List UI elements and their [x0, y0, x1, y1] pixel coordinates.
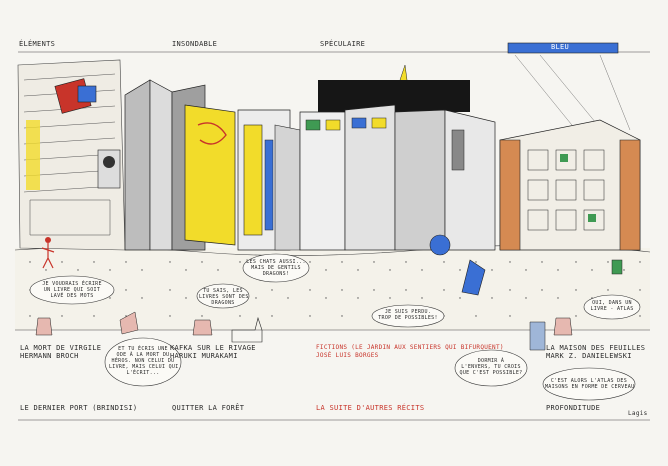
bubble-text-6: OUI, DANS UN LIVRE - ATLAS: [590, 300, 634, 312]
work-title-4: LA MAISON DES FEUILLES: [546, 344, 646, 352]
work-author-3: JOSÉ LUIS BORGES: [316, 352, 379, 359]
insondable-structure: [124, 79, 301, 251]
work-title-2: KAFKA SUR LE RIVAGE: [170, 344, 256, 352]
artist-signature: Lagis: [628, 410, 648, 417]
work-author-4: MARK Z. DANIELEWSKI: [546, 352, 632, 360]
bubble-text-5: ET TU ÉCRIS UNE ODE À LA MORT DU HÉROS. …: [109, 346, 179, 376]
header-bleu: BLEU: [551, 43, 570, 51]
speech-bubbles: [29, 253, 641, 401]
bottom-label-2: QUITTER LA FORÊT: [172, 404, 245, 412]
figures: [35, 237, 573, 351]
bleu-structure: [499, 42, 641, 275]
text-wall: [17, 59, 126, 251]
work-author-1: HERMANN BROCH: [20, 352, 79, 360]
work-title-1: LA MORT DE VIRGILE: [20, 344, 102, 352]
bottom-label-4: PROFONDITUDE: [546, 404, 601, 412]
speculaire-structure: [299, 64, 496, 296]
bubble-text-4: JE SUIS PERDU. TROP DE POSSIBLES!: [378, 309, 438, 321]
bottom-label-3: LA SUITE D'AUTRES RÉCITS: [316, 404, 425, 412]
header-insondable: INSONDABLE: [172, 40, 218, 48]
work-title-3: FICTIONS (LE JARDIN AUX SENTIERS QUI BIF…: [316, 344, 504, 351]
header-speculaire: SPÉCULAIRE: [320, 40, 366, 48]
bubble-text-2: TU SAIS, LES LIVRES SONT DES DRAGONS: [199, 288, 249, 306]
bubble-text-1: JE VOUDRAIS ÉCRIRE UN LIVRE QUI SOIT LAV…: [42, 281, 102, 299]
work-author-2: HARUKI MURAKAMI: [170, 352, 238, 360]
bubble-text-3: LES CHATS AUSSI... MAIS DE GENTILS DRAGO…: [246, 259, 306, 277]
header-elements: ÉLÉMENTS: [19, 40, 56, 48]
bubble-text-8: C'EST ALORS L'ATLAS DES MAISONS EN FORME…: [545, 378, 635, 390]
bubble-text-7: DORMIR À L'ENVERS, TU CROIS QUE C'EST PO…: [459, 358, 523, 376]
bottom-label-1: LE DERNIER PORT (BRINDISI): [20, 404, 138, 412]
